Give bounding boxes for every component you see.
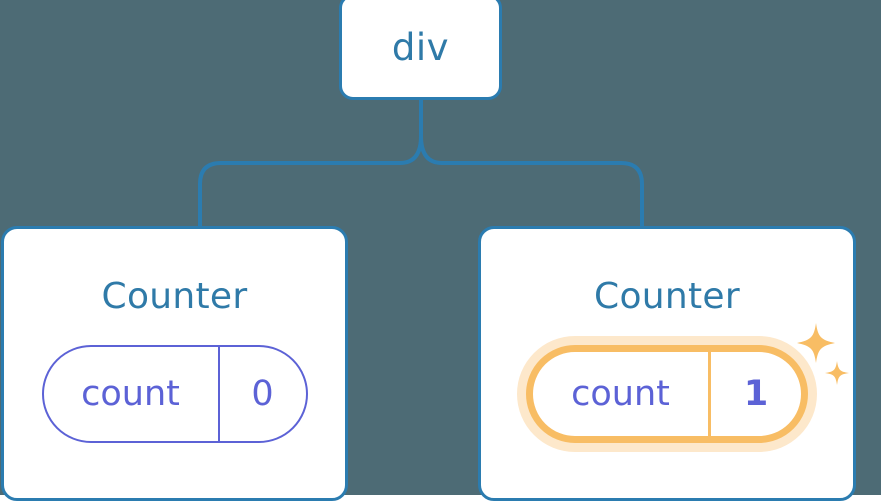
card-title: Counter xyxy=(594,276,740,317)
state-pill[interactable]: count 0 xyxy=(41,345,308,443)
state-key: count xyxy=(44,347,220,441)
node-counter-left[interactable]: Counter count 0 xyxy=(1,226,348,501)
state-pill-wrapper: count 0 xyxy=(41,345,308,443)
sparkle-icon xyxy=(797,323,835,363)
edge-root-to-right xyxy=(419,134,644,228)
node-div-label: div xyxy=(391,25,450,69)
sparkle-icon xyxy=(825,361,849,385)
state-value: 0 xyxy=(251,373,274,414)
state-pill-highlighted[interactable]: count 1 xyxy=(526,345,808,443)
node-div[interactable]: div xyxy=(339,0,502,100)
card-title: Counter xyxy=(101,276,248,317)
state-pill-wrapper: count 1 xyxy=(526,323,849,443)
state-key: count xyxy=(533,352,711,436)
node-counter-right[interactable]: Counter count 1 xyxy=(478,226,856,501)
state-value: 1 xyxy=(743,373,769,414)
edge-root-to-left xyxy=(198,134,423,228)
